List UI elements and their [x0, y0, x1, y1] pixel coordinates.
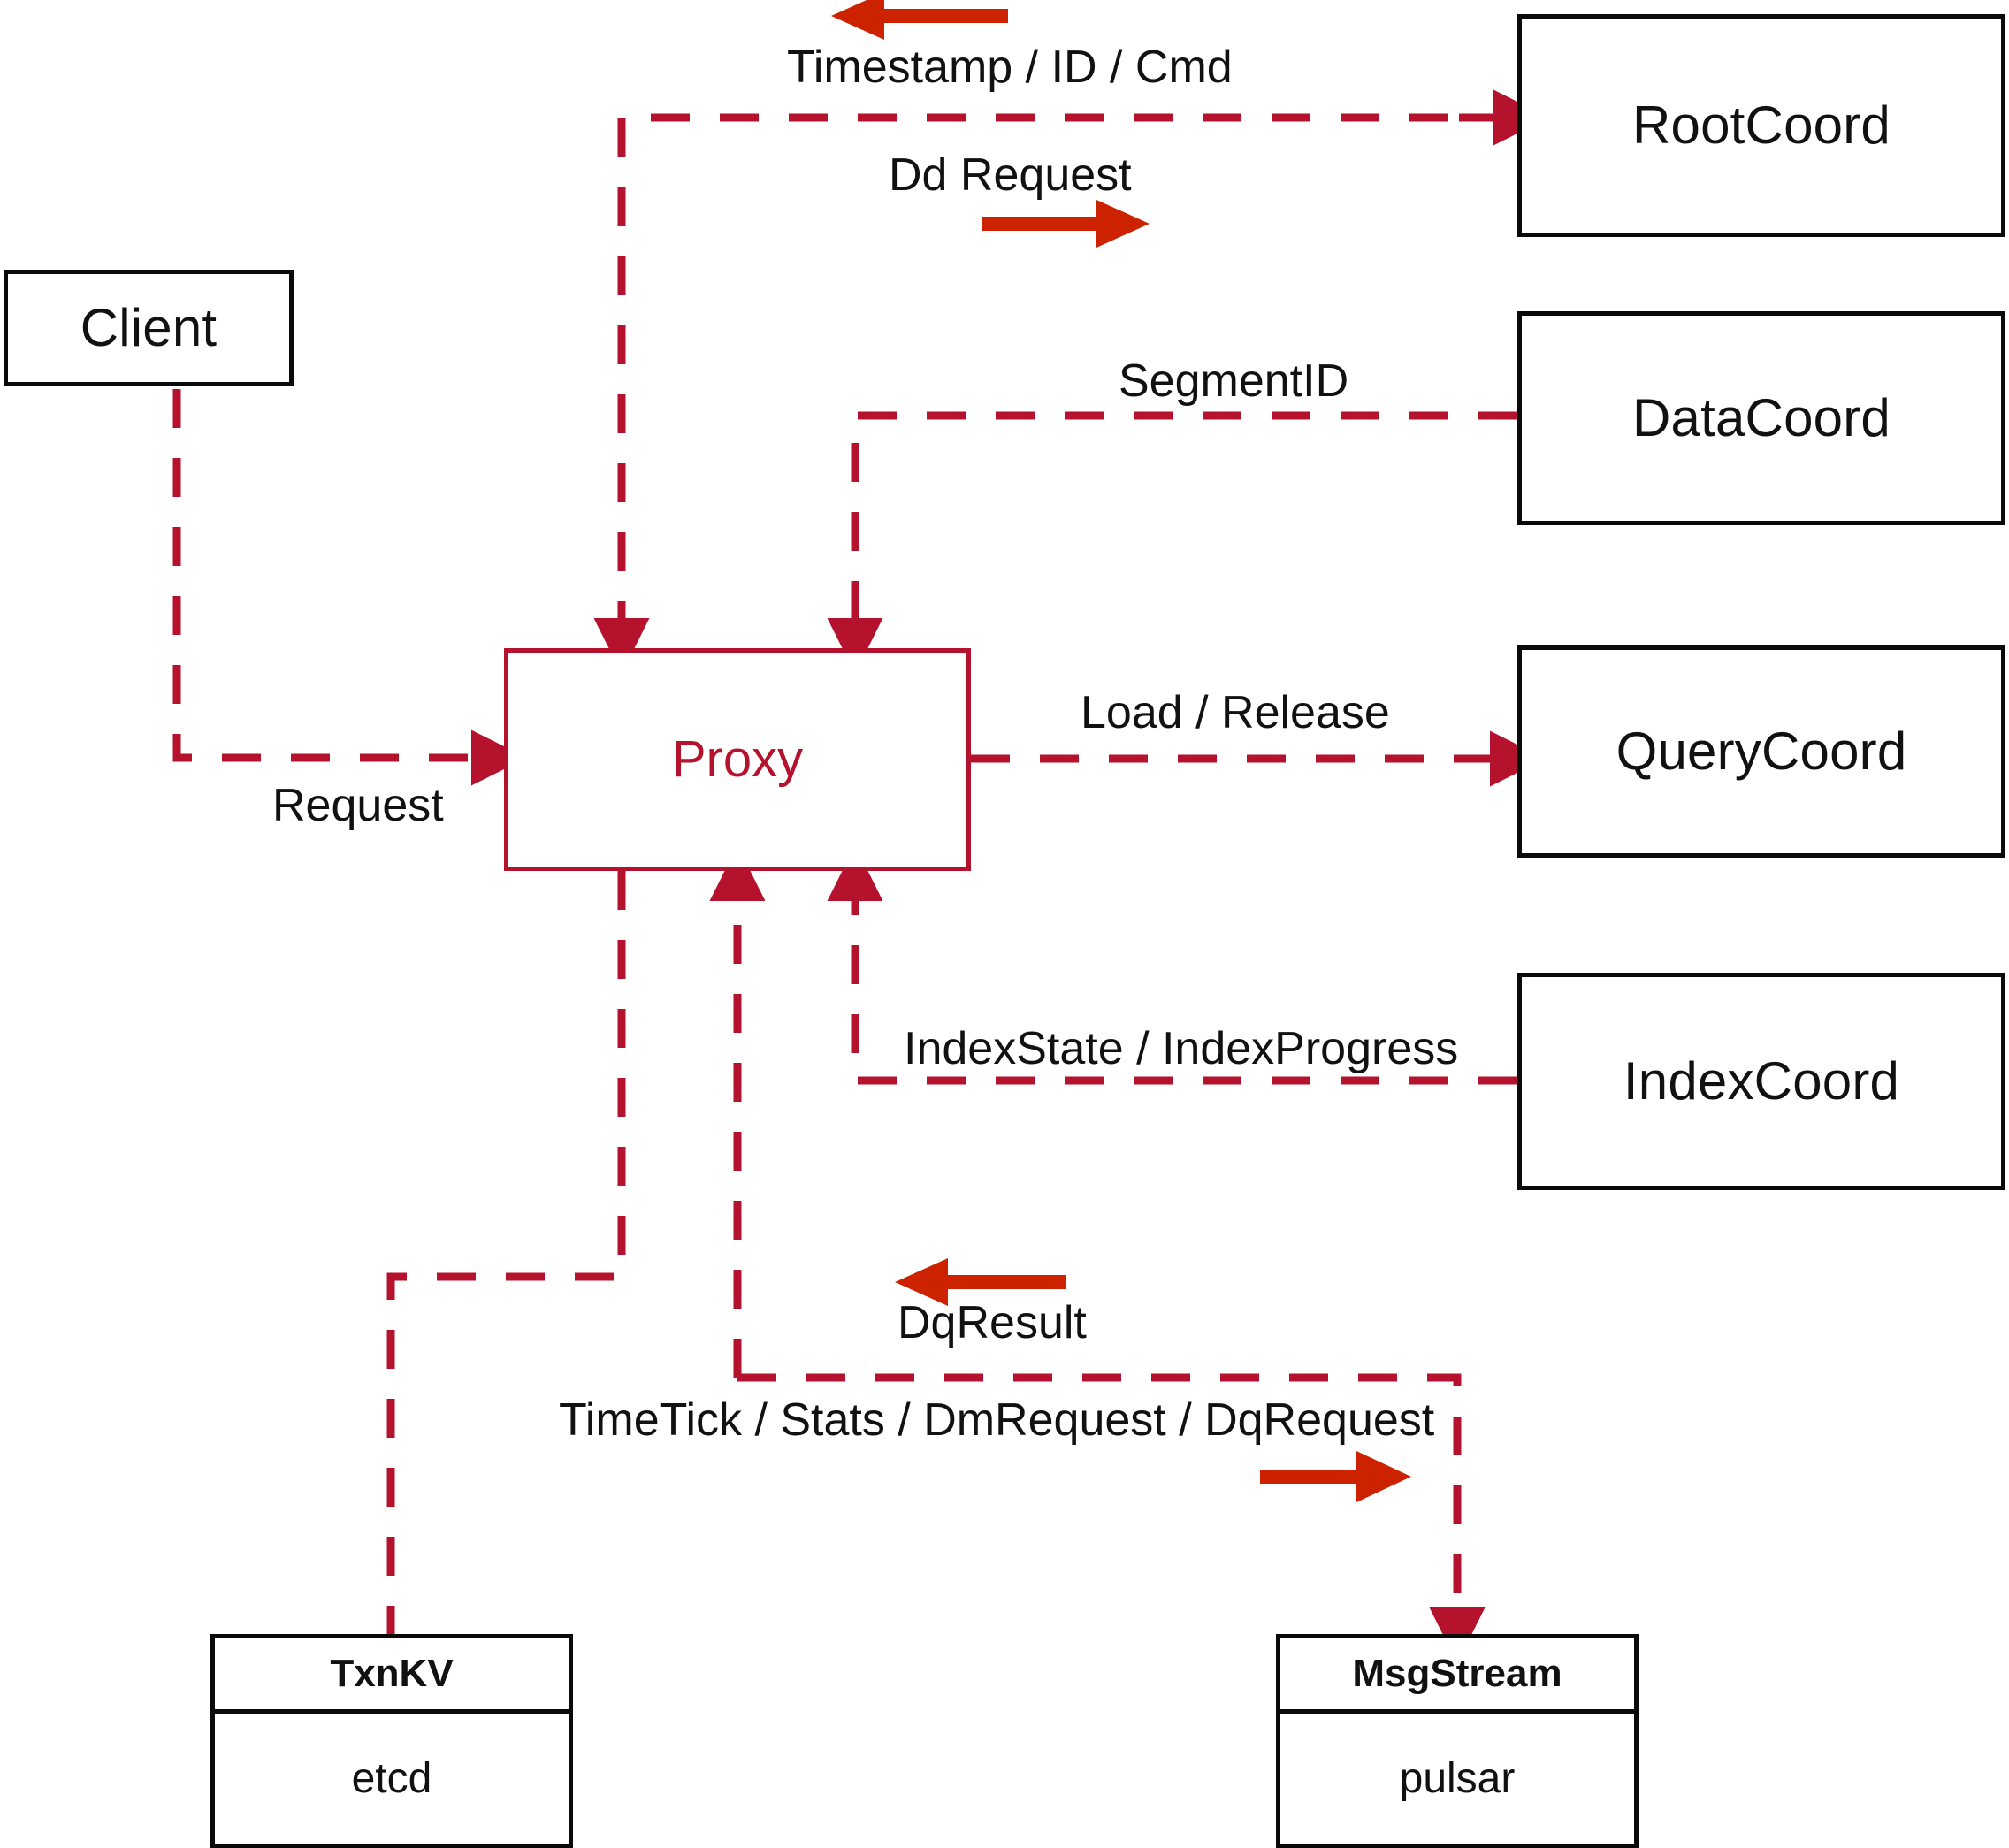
store-txnkv-header: TxnKV: [215, 1638, 569, 1714]
edge-proxy-to-msgstream: [737, 1373, 1486, 1663]
store-txnkv[interactable]: TxnKV etcd: [210, 1634, 573, 1848]
node-querycoord[interactable]: QueryCoord: [1517, 645, 2005, 858]
direction-arrow-dq-request: [1260, 1451, 1411, 1502]
direction-arrow-timestamp: [831, 0, 1008, 40]
edge-indexcoord-to-proxy: [827, 845, 1517, 1085]
node-client[interactable]: Client: [4, 270, 294, 386]
store-msgstream-header: MsgStream: [1280, 1638, 1634, 1714]
store-msgstream[interactable]: MsgStream pulsar: [1276, 1634, 1639, 1848]
node-rootcoord[interactable]: RootCoord: [1517, 14, 2005, 237]
edge-client-to-proxy: [172, 389, 527, 786]
direction-arrow-dq-result: [895, 1258, 1066, 1306]
store-msgstream-title: MsgStream: [1352, 1652, 1562, 1695]
node-rootcoord-label: RootCoord: [1632, 95, 1891, 155]
node-querycoord-label: QueryCoord: [1616, 722, 1907, 781]
edge-rootcoord-to-proxy: [593, 113, 1517, 674]
node-indexcoord-label: IndexCoord: [1623, 1051, 1900, 1111]
edge-proxy-to-txnkv: [386, 871, 626, 1634]
edge-label-index-state-progress: IndexState / IndexProgress: [904, 1023, 1459, 1074]
direction-arrow-dd-request: [982, 200, 1150, 248]
store-msgstream-impl: pulsar: [1399, 1754, 1516, 1802]
store-txnkv-body: etcd: [215, 1714, 569, 1844]
edge-label-request: Request: [272, 780, 444, 831]
edge-label-timestamp-id-cmd: Timestamp / ID / Cmd: [787, 42, 1233, 93]
edge-label-load-release: Load / Release: [1081, 687, 1390, 738]
edge-label-dq-result: DqResult: [898, 1297, 1087, 1348]
store-msgstream-body: pulsar: [1280, 1714, 1634, 1844]
node-proxy[interactable]: Proxy: [504, 648, 971, 871]
edge-label-timetick-stats-dm-dq: TimeTick / Stats / DmRequest / DqRequest: [559, 1394, 1435, 1446]
node-indexcoord[interactable]: IndexCoord: [1517, 973, 2005, 1190]
store-txnkv-title: TxnKV: [330, 1652, 454, 1695]
node-datacoord[interactable]: DataCoord: [1517, 311, 2005, 525]
node-client-label: Client: [80, 298, 218, 357]
edge-label-segment-id: SegmentID: [1119, 355, 1349, 407]
edge-datacoord-to-proxy: [827, 411, 1517, 674]
store-txnkv-impl: etcd: [351, 1754, 432, 1802]
node-datacoord-label: DataCoord: [1632, 388, 1891, 447]
edge-label-dd-request: Dd Request: [889, 149, 1132, 201]
node-proxy-label: Proxy: [671, 730, 804, 788]
